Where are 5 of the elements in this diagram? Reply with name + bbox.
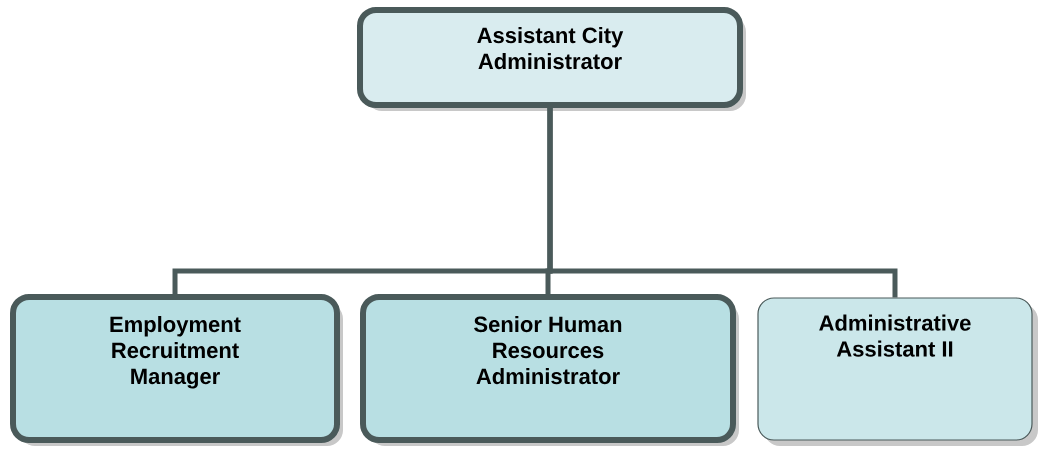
connector-line (547, 108, 898, 298)
position-box: Administrative Assistant II (757, 297, 1038, 446)
position-box: Employment Recruitment Manager (10, 294, 343, 446)
position-box: Senior Human Resources Administrator (360, 294, 739, 446)
title-box: Assistant City Administrator (357, 7, 746, 111)
